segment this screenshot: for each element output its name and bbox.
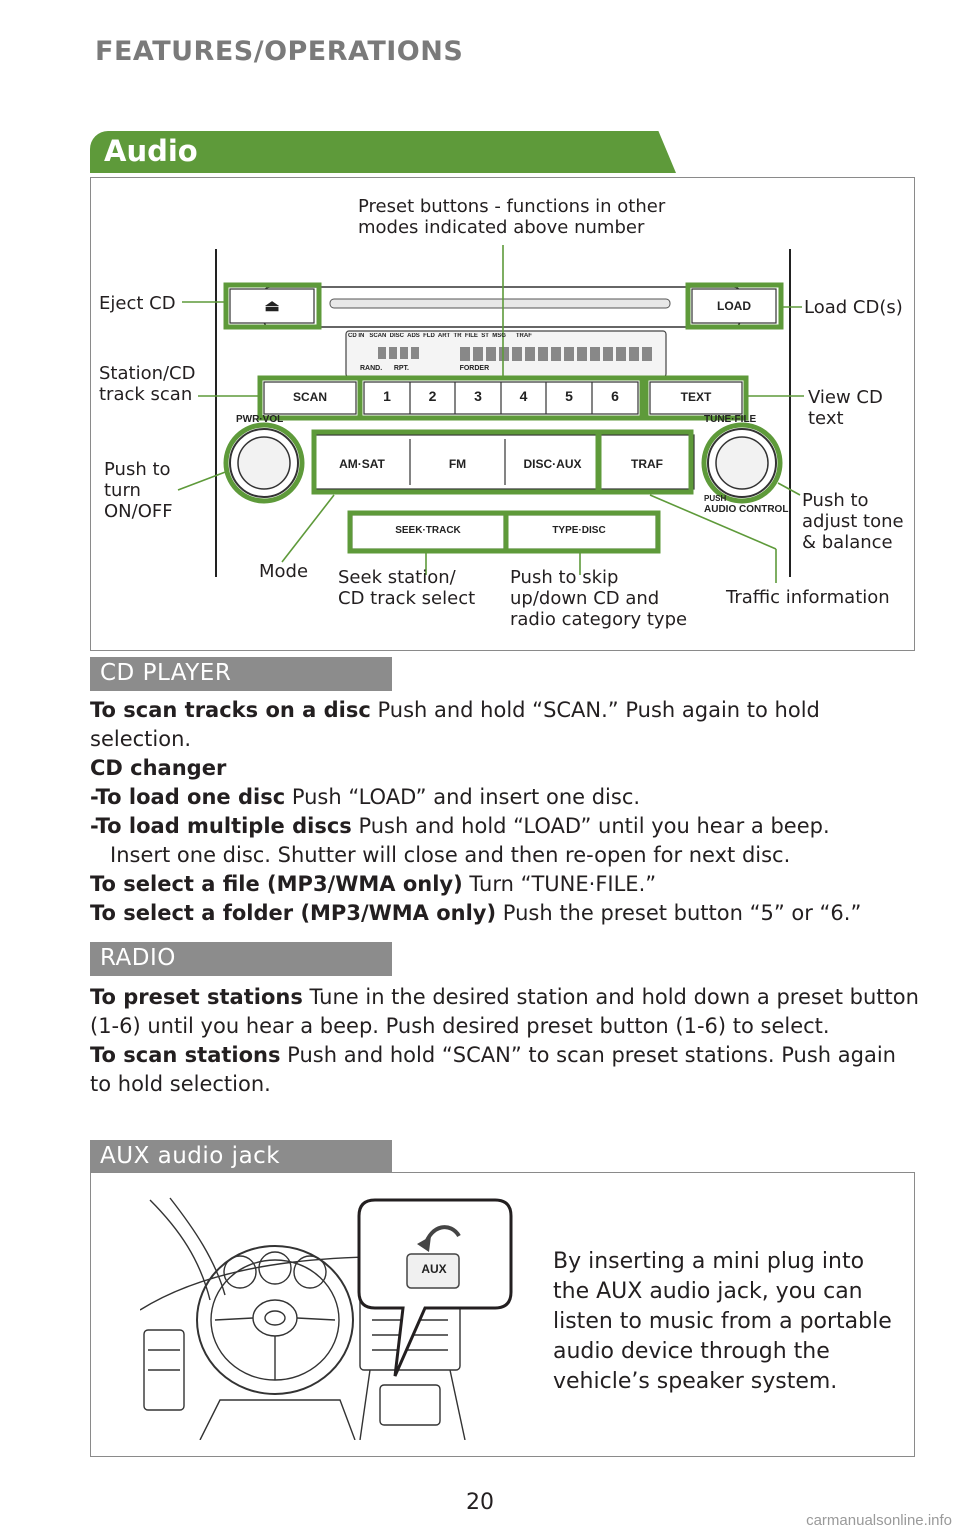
load-button[interactable]: LOAD <box>717 299 751 313</box>
eject-button[interactable]: ⏏ <box>264 298 280 315</box>
display-top-indicators: CD IN SCAN DISC ADS FLD ART TR FILE ST M… <box>348 333 532 339</box>
select-folder-title: To select a folder (MP3/WMA only) <box>90 901 497 925</box>
load-one-text: Push “LOAD” and insert one disc. <box>285 785 641 809</box>
aux-callout-bubble <box>357 1198 513 1377</box>
fm-button[interactable]: FM <box>448 457 467 471</box>
scan-stations-title: To scan stations <box>90 1043 281 1067</box>
display-bottom-indicators: RAND. RPT. FORDER <box>360 365 490 372</box>
scan-button[interactable]: SCAN <box>292 390 327 404</box>
preset-button-4[interactable]: 4 <box>519 388 528 404</box>
skip-callout: Push to skip up/down CD and radio catego… <box>510 567 688 630</box>
disc-aux-button[interactable]: DISC·AUX <box>523 457 582 471</box>
power-volume-knob[interactable] <box>230 430 306 506</box>
select-file-text: Turn “TUNE·FILE.” <box>462 872 657 896</box>
am-sat-button[interactable]: AM·SAT <box>339 457 385 471</box>
traffic-callout: Traffic information <box>726 587 890 608</box>
load-multi-continued: Insert one disc. Shutter will close and … <box>110 843 791 867</box>
tone-balance-callout: Push to adjust tone & balance <box>802 490 904 553</box>
cd-changer-title: CD changer <box>90 756 227 780</box>
preset-button-5[interactable]: 5 <box>565 388 573 404</box>
audio-control-label: AUDIO CONTROL <box>704 504 789 515</box>
eject-cd-callout: Eject CD <box>99 293 176 314</box>
load-multi-text: Push and hold “LOAD” until you hear a be… <box>351 814 830 838</box>
section-title: FEATURES/OPERATIONS <box>95 36 464 67</box>
scan-tracks-title: To scan tracks on a disc <box>90 698 371 722</box>
preset-button-3[interactable]: 3 <box>474 388 482 404</box>
traf-button[interactable]: TRAF <box>631 457 663 471</box>
cd-player-instructions: To scan tracks on a disc Push and hold “… <box>90 696 920 928</box>
audio-title: Audio <box>104 134 198 168</box>
pwr-vol-label: PWR·VOL <box>236 414 284 425</box>
seek-callout: Seek station/ CD track select <box>338 567 476 609</box>
load-one-title: -To load one disc <box>90 785 286 809</box>
tune-file-label: TUNE·FILE <box>704 414 757 425</box>
station-scan-callout: Station/CD track scan <box>99 363 196 405</box>
aux-description: By inserting a mini plug into the AUX au… <box>553 1249 892 1394</box>
radio-heading: RADIO <box>90 942 392 976</box>
preset-buttons-callout: Preset buttons - functions in other mode… <box>358 196 666 238</box>
view-cd-text-callout: View CD text <box>808 387 883 429</box>
watermark: carmanualsonline.info <box>806 1512 952 1529</box>
preset-stations-title: To preset stations <box>90 985 303 1009</box>
aux-jack[interactable]: AUX <box>421 1262 447 1276</box>
select-file-title: To select a file (MP3/WMA only) <box>90 872 463 896</box>
load-cd-callout: Load CD(s) <box>804 297 903 318</box>
cd-player-heading: CD PLAYER <box>90 657 392 691</box>
radio-heading-text: RADIO <box>100 945 176 971</box>
preset-stations-text: Tune in the desired station and hold dow… <box>90 985 919 1038</box>
type-disc-button[interactable]: TYPE·DISC <box>552 525 606 536</box>
push-label: PUSH <box>704 494 727 503</box>
power-callout: Push to turn ON/OFF <box>104 459 173 522</box>
load-multi-title: -To load multiple discs <box>90 814 352 838</box>
audio-title-tab: Audio <box>90 131 676 173</box>
scan-tracks-text: Push and hold “SCAN.” Push again to hold… <box>90 698 820 751</box>
head-unit-illustration <box>177 245 804 583</box>
cd-player-heading-text: CD PLAYER <box>100 660 232 686</box>
page-number: 20 <box>466 1490 494 1515</box>
radio-instructions: To preset stations Tune in the desired s… <box>90 983 920 1099</box>
seek-track-button[interactable]: SEEK·TRACK <box>395 525 461 536</box>
text-button[interactable]: TEXT <box>680 390 712 404</box>
mode-callout: Mode <box>259 561 309 582</box>
scan-stations-text: Push and hold “SCAN” to scan preset stat… <box>90 1043 896 1096</box>
preset-button-2[interactable]: 2 <box>428 388 437 404</box>
preset-button-6[interactable]: 6 <box>611 388 619 404</box>
aux-heading-text: AUX audio jack <box>100 1143 281 1169</box>
aux-heading: AUX audio jack <box>90 1140 392 1174</box>
select-folder-text: Push the preset button “5” or “6.” <box>496 901 862 925</box>
preset-button-1[interactable]: 1 <box>383 388 391 404</box>
